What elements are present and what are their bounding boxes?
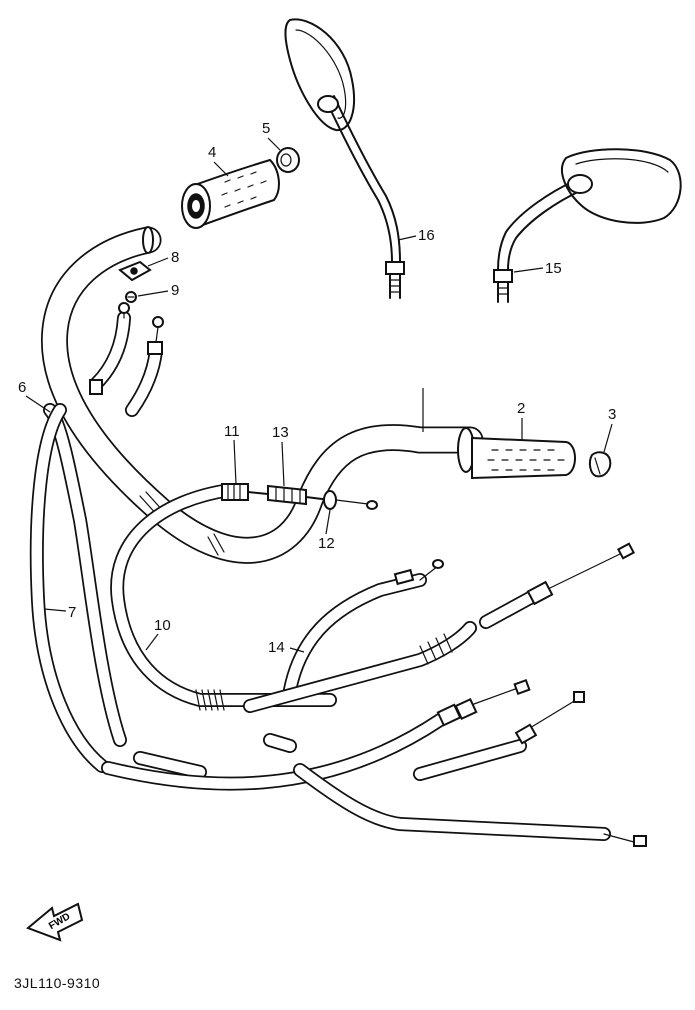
long-cables [101, 542, 647, 847]
throttle-adjusters [221, 483, 378, 510]
callout-14: 14 [268, 639, 285, 656]
left-grip [181, 158, 280, 229]
short-cables [89, 302, 164, 417]
callout-7: 7 [68, 604, 76, 621]
callout-9: 9 [171, 282, 179, 299]
callout-4: 4 [208, 144, 216, 161]
grip-end-left [276, 147, 300, 173]
callout-6: 6 [18, 379, 26, 396]
cable-14 [283, 559, 444, 697]
throttle-grip [471, 436, 576, 480]
callout-13: 13 [272, 424, 289, 441]
handlebar [40, 226, 484, 564]
mirror-left [284, 18, 405, 299]
callouts: 2 3 4 5 6 7 8 9 10 11 12 13 14 15 16 [18, 120, 616, 656]
grip-pattern [487, 449, 565, 471]
screw-part [125, 291, 137, 303]
callout-2: 2 [517, 400, 525, 417]
grip-end-cap [588, 451, 612, 478]
fwd-arrow-icon: FWD [26, 902, 84, 942]
callout-16: 16 [418, 227, 435, 244]
cable-10 [110, 483, 337, 711]
callout-3: 3 [608, 406, 616, 423]
callout-5: 5 [262, 120, 270, 137]
cable-6 [29, 403, 127, 773]
grip-pattern [221, 171, 267, 208]
callout-15: 15 [545, 260, 562, 277]
callout-12: 12 [318, 535, 335, 552]
callout-10: 10 [154, 617, 171, 634]
mirror-right [493, 148, 682, 303]
callout-11: 11 [224, 423, 240, 440]
diagram-code: 3JL110-9310 [14, 975, 101, 991]
clamp-part [118, 260, 152, 282]
callout-8: 8 [171, 249, 179, 266]
